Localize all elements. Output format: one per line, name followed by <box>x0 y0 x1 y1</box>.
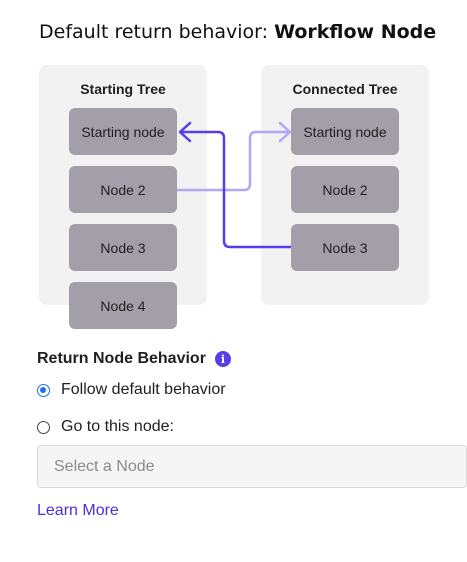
page-heading: Default return behavior:Workflow Node <box>39 21 436 43</box>
info-icon[interactable]: i <box>214 351 231 367</box>
follow-default-option[interactable]: Follow default behavior <box>37 381 226 399</box>
go-to-node-radio[interactable] <box>37 420 50 434</box>
starting-tree-node: Starting node <box>69 108 177 155</box>
starting-tree-title: Starting Tree <box>80 81 166 97</box>
node-select-placeholder: Select a Node <box>54 457 155 475</box>
starting-tree-node: Node 4 <box>69 282 177 329</box>
connected-tree-title: Connected Tree <box>292 81 398 97</box>
starting-tree-node: Node 2 <box>69 166 177 213</box>
heading-prefix: Default return behavior: <box>39 21 269 43</box>
connected-tree-node: Node 3 <box>291 224 399 271</box>
go-to-node-option[interactable]: Go to this node: <box>37 418 174 436</box>
starting-tree-node: Node 3 <box>69 224 177 271</box>
heading-value: Workflow Node <box>274 21 437 43</box>
follow-default-radio[interactable] <box>37 383 50 397</box>
starting-tree-panel: Starting Tree Starting node Node 2 Node … <box>39 65 207 329</box>
learn-more-link[interactable]: Learn More <box>37 502 119 519</box>
section-title-label: Return Node Behavior <box>37 350 206 367</box>
connected-tree-panel: Connected Tree Starting node Node 2 Node… <box>261 65 429 305</box>
return-node-behavior-title: Return Node Behavior i <box>37 350 231 368</box>
connected-tree-node: Starting node <box>291 108 399 155</box>
follow-default-label: Follow default behavior <box>61 381 226 398</box>
connected-tree-node: Node 2 <box>291 166 399 213</box>
node-select[interactable]: Select a Node <box>37 445 467 488</box>
go-to-node-label: Go to this node: <box>61 418 174 435</box>
tree-diagram: Starting Tree Starting node Node 2 Node … <box>39 65 429 329</box>
